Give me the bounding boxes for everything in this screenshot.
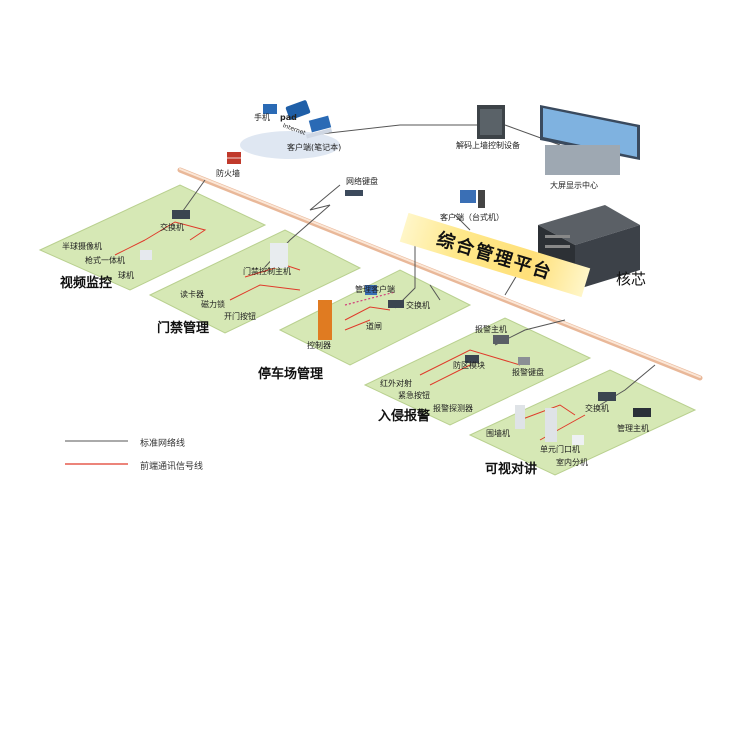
- intercom-switch-label: 交换机: [585, 404, 609, 413]
- zone-module-label: 防区模块: [453, 361, 485, 370]
- cloud-icon: [240, 131, 340, 159]
- zone-title-intercom: 可视对讲: [485, 462, 538, 477]
- legend-network-label: 标准网络线: [140, 439, 186, 449]
- tablet-icon: [285, 100, 311, 120]
- parking-controller-label: 控制器: [307, 341, 331, 350]
- zone-module-icon: [465, 355, 479, 363]
- parking-client-label: 管理客户端: [355, 285, 395, 294]
- firewall-label: 防火墙: [216, 169, 240, 178]
- management-host-icon: [633, 408, 651, 417]
- laptop-icon: [305, 115, 333, 139]
- video-wall-label: 大屏显示中心: [550, 181, 598, 190]
- ptz-label: 球机: [118, 271, 134, 280]
- zone-panel-parking: [278, 269, 472, 366]
- zone-title-parking: 停车场管理: [258, 367, 324, 382]
- exit-button-label: 开门按钮: [224, 312, 256, 321]
- video-switch-icon: [172, 210, 190, 219]
- alarm-host-icon: [493, 335, 509, 344]
- management-host-label: 管理主机: [617, 424, 649, 433]
- core-label: 核芯: [616, 270, 647, 288]
- indoor-monitor-icon: [572, 435, 584, 445]
- ir-beam-label: 红外对射: [380, 379, 412, 388]
- pad-label: pad: [280, 113, 297, 122]
- door-station-label: 单元门口机: [540, 445, 580, 454]
- zone-panel-access: [148, 229, 362, 334]
- parking-switch-label: 交换机: [406, 301, 430, 310]
- keyboard-label: 网络键盘: [346, 177, 378, 186]
- wall-unit-icon: [515, 405, 525, 429]
- desktop-client-label: 客户端（台式机）: [440, 213, 504, 222]
- reader-label: 读卡器: [180, 290, 204, 299]
- dome-camera-icon: [140, 250, 152, 260]
- door-station-icon: [545, 408, 557, 442]
- parking-barrier-icon: [318, 300, 332, 340]
- alarm-keypad-icon: [518, 357, 530, 365]
- dome-cam-label: 半球摄像机: [62, 242, 102, 251]
- laptop-client-label: 客户端(笔记本): [287, 143, 342, 152]
- detector-label: 报警探测器: [433, 404, 473, 413]
- wall-unit-label: 围墙机: [486, 429, 510, 438]
- alarm-keypad-label: 报警键盘: [512, 368, 544, 377]
- barrier-label: 道闸: [366, 322, 382, 331]
- parking-switch-icon: [388, 300, 404, 308]
- phone-label: 手机: [254, 113, 270, 122]
- video-switch-label: 交换机: [160, 223, 184, 232]
- desktop-client-icon: [460, 190, 485, 208]
- firewall-icon: [227, 152, 241, 164]
- zone-panel-intrusion: [363, 317, 592, 426]
- parking-client-icon: [365, 285, 377, 295]
- phone-icon: [263, 104, 277, 114]
- indoor-monitor-label: 室内分机: [556, 458, 588, 467]
- decoder-label: 解码上墙控制设备: [456, 141, 520, 150]
- zone-panel-video: [38, 184, 267, 291]
- bullet-cam-label: 枪式一体机: [85, 256, 125, 265]
- zone-title-video: 视频监控: [60, 276, 113, 291]
- access-controller-label: 门禁控制主机: [243, 267, 291, 276]
- access-controller-icon: [270, 243, 288, 268]
- zone-title-access: 门禁管理: [157, 321, 210, 336]
- network-keyboard-icon: [345, 190, 363, 196]
- intercom-switch-icon: [598, 392, 616, 401]
- zone-panel-intercom: [468, 369, 697, 476]
- video-wall-icon: [540, 105, 640, 175]
- alarm-host-label: 报警主机: [475, 325, 507, 334]
- lock-label: 磁力锁: [201, 300, 225, 309]
- zone-title-intrusion: 入侵报警: [378, 409, 431, 424]
- legend-signal-label: 前端通讯信号线: [140, 462, 204, 472]
- decoder-rack-icon: [477, 105, 505, 139]
- emergency-button-label: 紧急按钮: [398, 391, 430, 400]
